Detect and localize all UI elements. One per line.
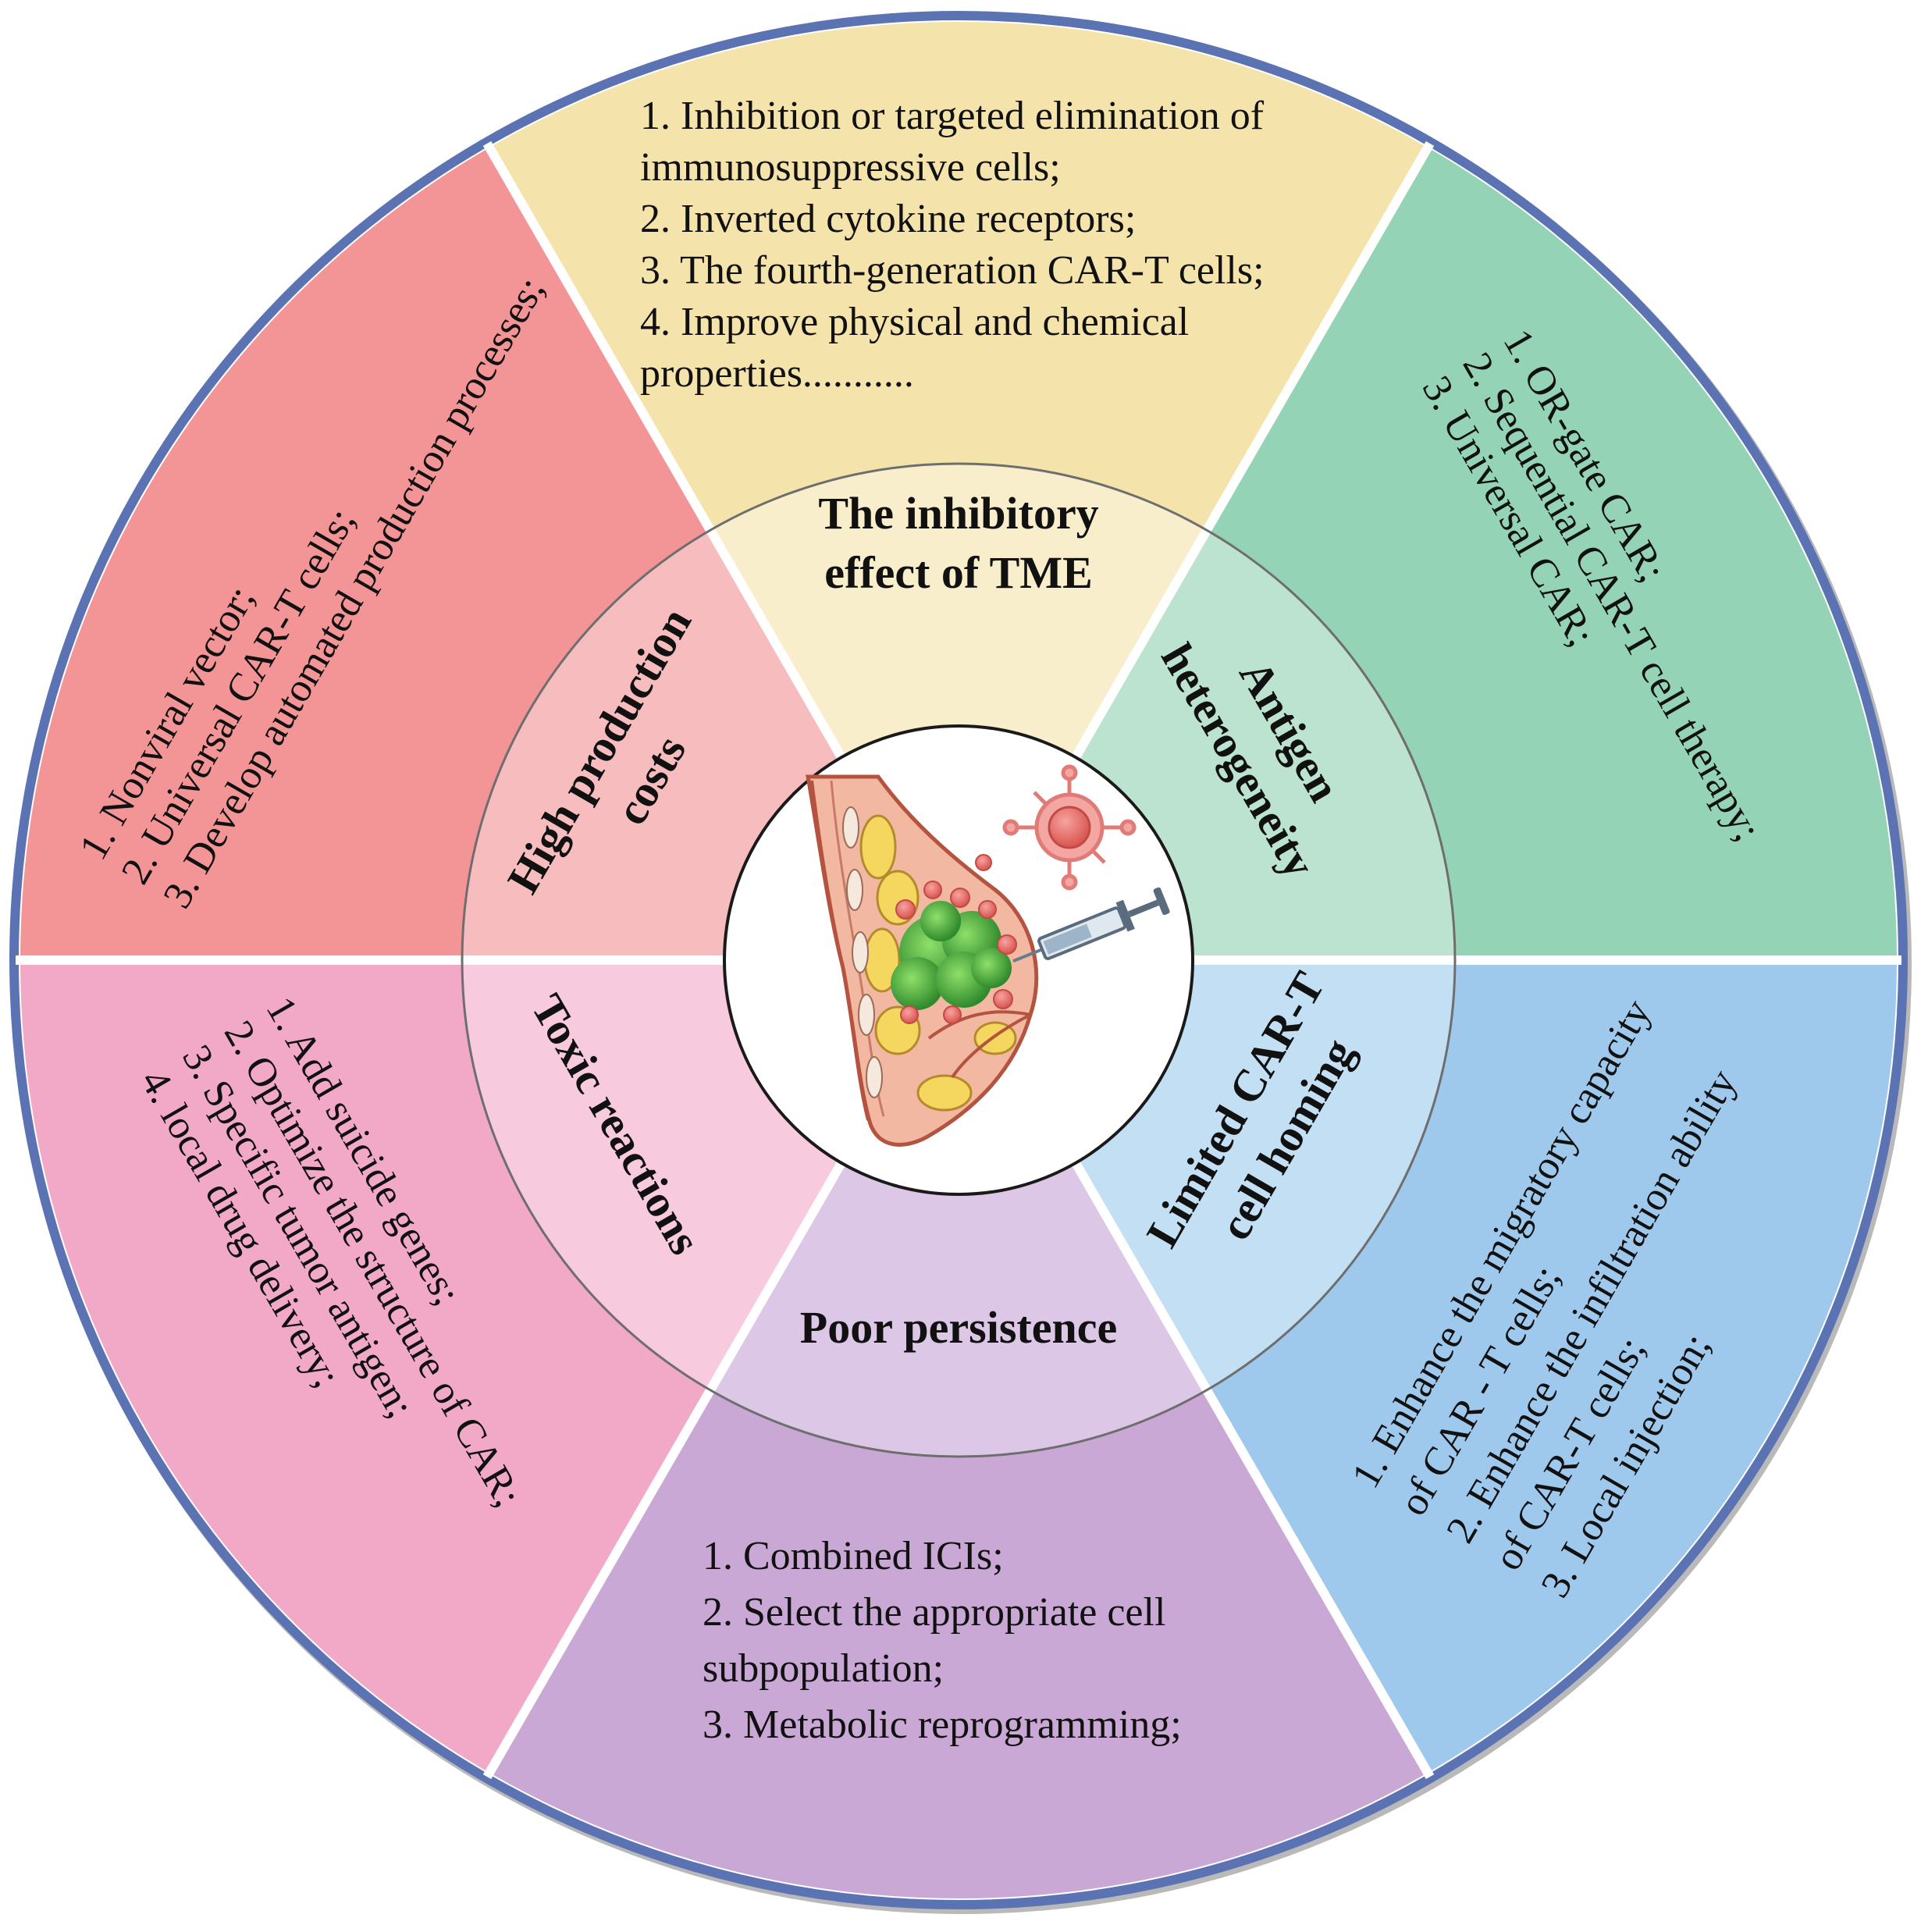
sector-separators: [16, 141, 1901, 1780]
inner-sector-toxic: [462, 960, 841, 1390]
challenge-title-line: The inhibitory: [818, 488, 1098, 539]
car-t-cell-icon: [1002, 764, 1137, 891]
challenge-title-tme: The inhibitory effect of TME: [818, 488, 1098, 598]
solution-item: 2. Inverted cytokine receptors;: [640, 197, 1136, 241]
solution-item: 2. Select the appropriate cell: [703, 1590, 1165, 1635]
solution-item: 3. The fourth-generation CAR-T cells;: [640, 248, 1265, 293]
inner-sector-cost: [462, 530, 841, 960]
outer-sector-homing: [1207, 960, 1897, 1773]
tumor-mass: [891, 901, 1012, 1010]
outer-sector-group: [20, 21, 1897, 1898]
solution-list-persistence: 1. Combined ICIs; 2. Select the appropria…: [703, 1534, 1182, 1747]
solution-item: 4. Improve physical and chemical: [640, 300, 1189, 344]
small-car-t-cells: [895, 854, 1017, 1024]
inner-ring-outline: [461, 462, 1457, 1458]
breast-tumor-car-t-injection-icon: [806, 764, 1170, 1147]
inner-sector-persistence: [710, 1162, 1207, 1457]
inner-sector-group: [462, 463, 1455, 1457]
challenge-title-persistence: Poor persistence: [800, 1302, 1117, 1353]
separator-toxic: [482, 1160, 846, 1780]
solution-item: 3. Metabolic reprogramming;: [703, 1703, 1182, 1747]
solution-item: properties...........: [640, 351, 914, 396]
solution-item: 1. Combined ICIs;: [703, 1534, 1004, 1578]
inner-sector-homing: [1076, 960, 1455, 1390]
solution-list-tme: 1. Inhibition or targeted elimination of…: [640, 94, 1265, 396]
outer-sector-antigen: [1207, 148, 1897, 960]
inner-sector-tme: [710, 463, 1207, 758]
solution-item: immunosuppressive cells;: [640, 145, 1061, 190]
outer-sector-toxic: [20, 960, 710, 1773]
outer-sector-tme: [489, 21, 1428, 531]
separator-persistence: [1071, 1160, 1435, 1780]
challenge-title-line: Poor persistence: [800, 1302, 1117, 1353]
solution-item: 1. Inhibition or targeted elimination of: [640, 94, 1265, 138]
separator-antigen: [1071, 141, 1435, 760]
outer-sector-persistence: [489, 1389, 1428, 1898]
challenge-title-line: effect of TME: [824, 547, 1093, 598]
inner-sector-antigen: [1076, 530, 1455, 960]
syringe-icon: [1012, 887, 1170, 963]
separator-tme: [482, 141, 846, 760]
solution-item: subpopulation;: [703, 1646, 944, 1691]
outer-sector-cost: [20, 148, 710, 960]
